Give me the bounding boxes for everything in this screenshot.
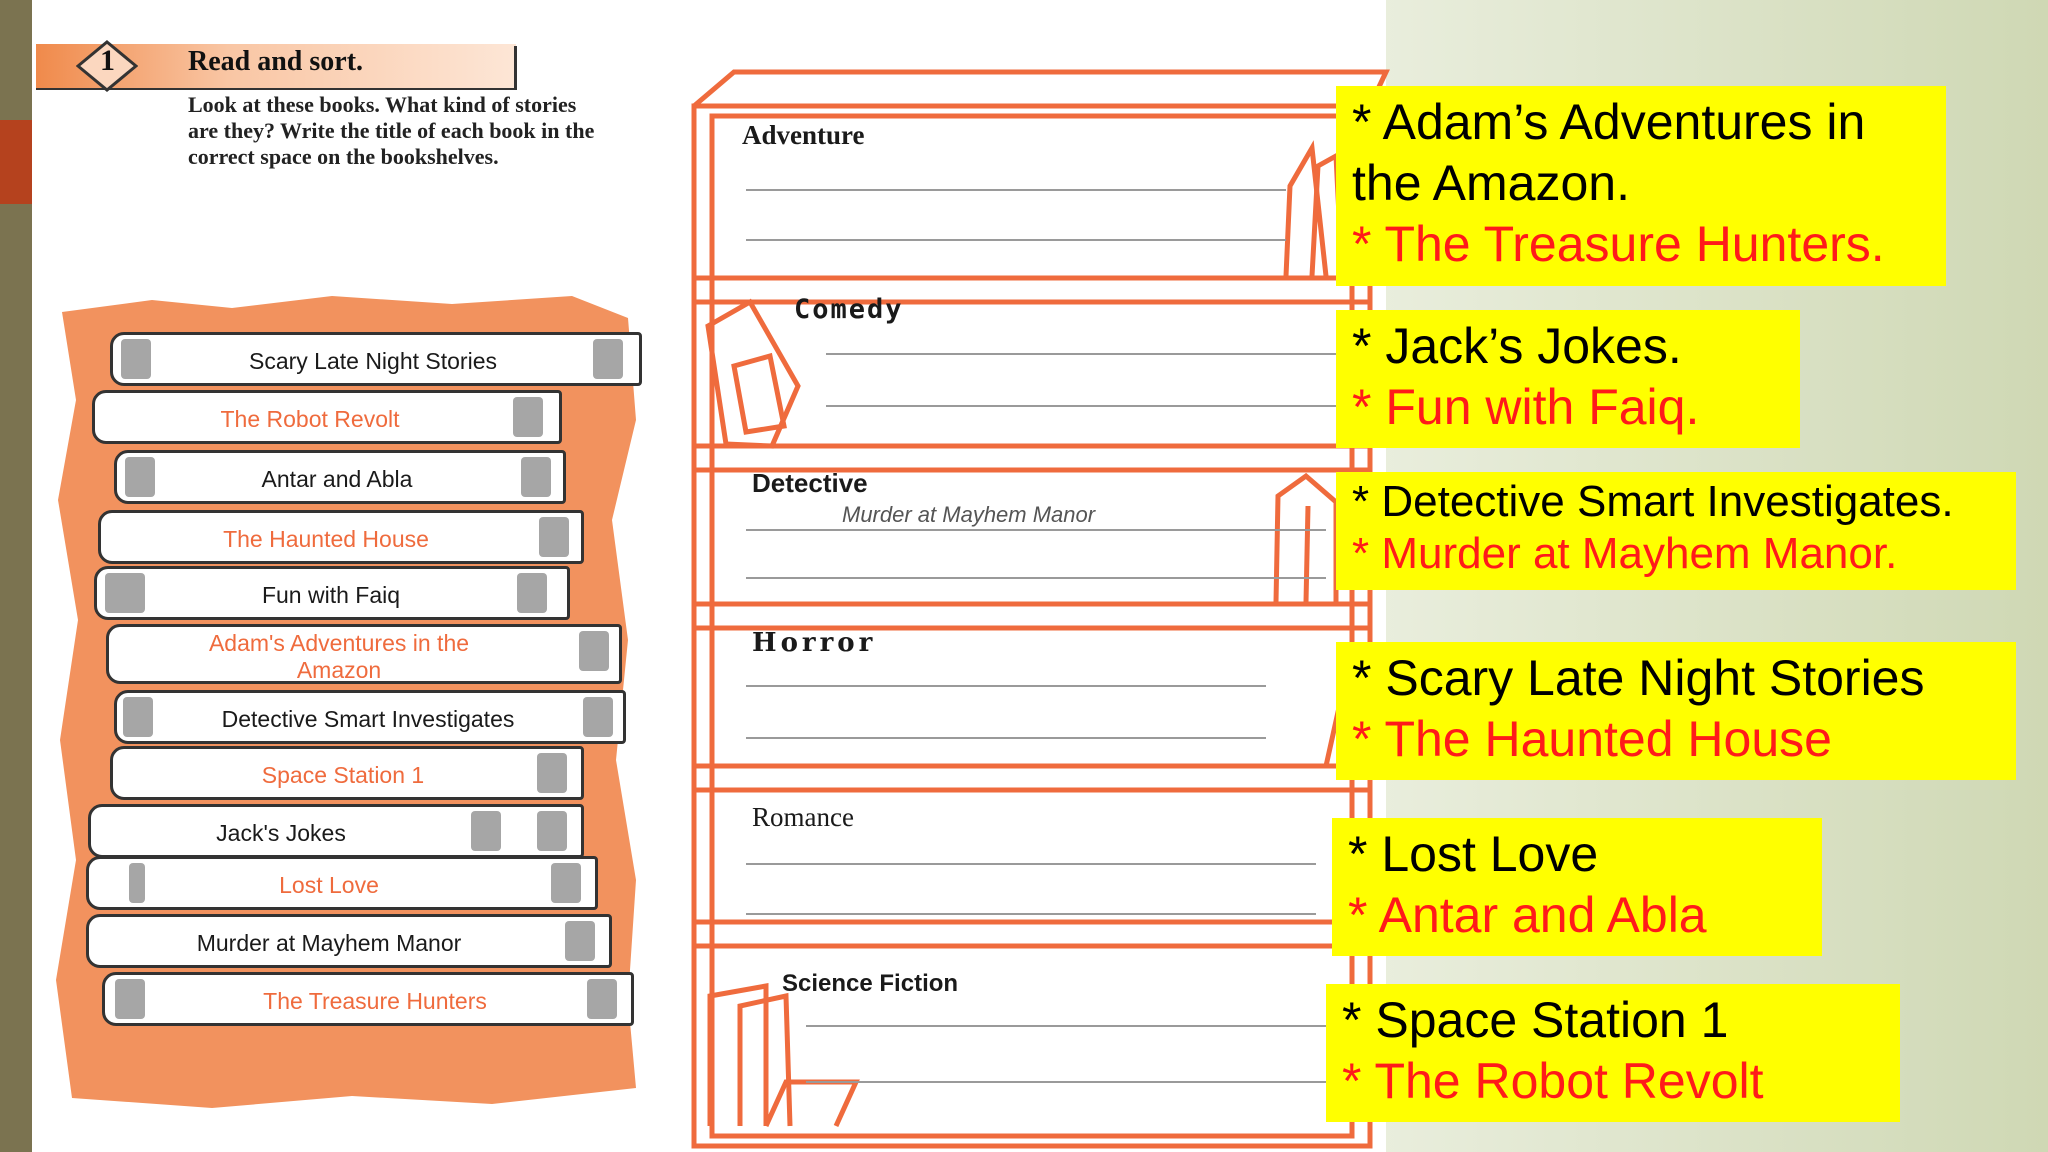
answer-text: * Jack’s Jokes. xyxy=(1352,318,1682,374)
exercise-title: Read and sort. xyxy=(188,46,364,77)
answer-text: * The Treasure Hunters. xyxy=(1352,216,1885,272)
bookshelf-frame xyxy=(691,69,1390,1149)
book-stripe xyxy=(565,921,595,961)
book-stripe xyxy=(583,697,613,737)
shelf-label-adventure: Adventure xyxy=(742,120,865,150)
answer-text: * Space Station 1 xyxy=(1342,992,1729,1048)
exercise-instructions: Look at these books. What kind of storie… xyxy=(188,92,595,169)
book-stripe xyxy=(579,631,609,671)
answer-card-horror: * Scary Late Night Stories * The Haunted… xyxy=(1336,642,2016,780)
book-title: Lost Love xyxy=(279,872,379,898)
shelf-label-horror: Horror xyxy=(752,628,877,658)
banner-divider xyxy=(514,46,517,90)
book-spine: Scary Late Night Stories xyxy=(110,332,642,386)
rail-accent xyxy=(0,120,32,204)
book-spine: Murder at Mayhem Manor xyxy=(86,914,612,968)
answer-card-romance: * Lost Love * Antar and Abla xyxy=(1332,818,1822,956)
book-stripe xyxy=(551,863,581,903)
book-spine: The Robot Revolt xyxy=(92,390,562,444)
book-stripe xyxy=(513,397,543,437)
book-title: Fun with Faiq xyxy=(261,582,401,608)
book-stripe xyxy=(129,863,145,903)
shelf-label-detective: Detective xyxy=(752,468,868,498)
book-stripe xyxy=(593,339,623,379)
book-stripe xyxy=(125,457,155,497)
book-title: Jack's Jokes xyxy=(216,820,346,846)
answer-card-adventure: * Adam’s Adventures in the Amazon. * The… xyxy=(1336,86,1946,286)
answer-card-science-fiction: * Space Station 1 * The Robot Revolt xyxy=(1326,984,1900,1122)
book-title: Adam's Adventures in the Amazon xyxy=(208,630,470,683)
book-spine: Detective Smart Investigates xyxy=(114,690,626,744)
book-stripe xyxy=(539,517,569,557)
book-spine: The Haunted House xyxy=(98,510,584,564)
answer-text: * The Robot Revolt xyxy=(1342,1053,1764,1109)
answer-text: * Lost Love xyxy=(1348,826,1599,882)
book-spine: Space Station 1 xyxy=(110,746,584,800)
shelf-label-comedy: Comedy xyxy=(794,294,904,325)
book-stripe xyxy=(537,811,567,851)
book-stripe xyxy=(115,979,145,1019)
book-stack: Scary Late Night Stories The Robot Revol… xyxy=(32,0,652,1152)
answer-text: * Adam’s Adventures in xyxy=(1352,94,1866,150)
book-title: The Haunted House xyxy=(223,526,429,552)
book-title: Murder at Mayhem Manor xyxy=(196,930,462,956)
exercise-badge-icon xyxy=(76,40,138,92)
book-title: Space Station 1 xyxy=(261,762,425,788)
answer-text: * Scary Late Night Stories xyxy=(1352,650,1925,706)
book-stripe xyxy=(123,697,153,737)
book-stripe xyxy=(537,753,567,793)
book-spine: Fun with Faiq xyxy=(94,566,570,620)
book-stripe xyxy=(105,573,145,613)
book-spine: The Treasure Hunters xyxy=(102,972,634,1026)
shelf-label-science-fiction: Science Fiction xyxy=(782,970,959,997)
book-title: Antar and Abla xyxy=(261,466,413,492)
detective-written-answer: Murder at Mayhem Manor xyxy=(842,502,1096,527)
book-stripe xyxy=(517,573,547,613)
answer-text: * The Haunted House xyxy=(1352,711,1832,767)
book-spine: Antar and Abla xyxy=(114,450,566,504)
answer-text: * Antar and Abla xyxy=(1348,887,1707,943)
book-spine: Jack's Jokes xyxy=(88,804,584,858)
exercise-number: 1 xyxy=(100,44,115,77)
book-title: Detective Smart Investigates xyxy=(221,706,515,732)
answer-card-detective: * Detective Smart Investigates. * Murder… xyxy=(1336,472,2016,590)
book-spine: Adam's Adventures in the Amazon xyxy=(106,624,622,684)
worksheet: 1 Read and sort. Look at these books. Wh… xyxy=(32,0,1390,1152)
answer-text: the Amazon. xyxy=(1352,155,1630,211)
shelf-label-romance: Romance xyxy=(752,802,854,832)
book-stripe xyxy=(121,339,151,379)
book-stripe xyxy=(587,979,617,1019)
answer-text: * Fun with Faiq. xyxy=(1352,379,1700,435)
book-stripe xyxy=(471,811,501,851)
answer-text: * Murder at Mayhem Manor. xyxy=(1352,529,1898,578)
book-title: The Treasure Hunters xyxy=(263,988,487,1014)
answer-card-comedy: * Jack’s Jokes. * Fun with Faiq. xyxy=(1336,310,1800,448)
bookshelf: Adventure Comedy Detective Murder at May… xyxy=(686,66,1398,1150)
book-spine: Lost Love xyxy=(86,856,598,910)
book-title: The Robot Revolt xyxy=(220,406,400,432)
book-title: Scary Late Night Stories xyxy=(248,348,497,374)
answer-text: * Detective Smart Investigates. xyxy=(1352,477,1954,526)
book-stripe xyxy=(521,457,551,497)
